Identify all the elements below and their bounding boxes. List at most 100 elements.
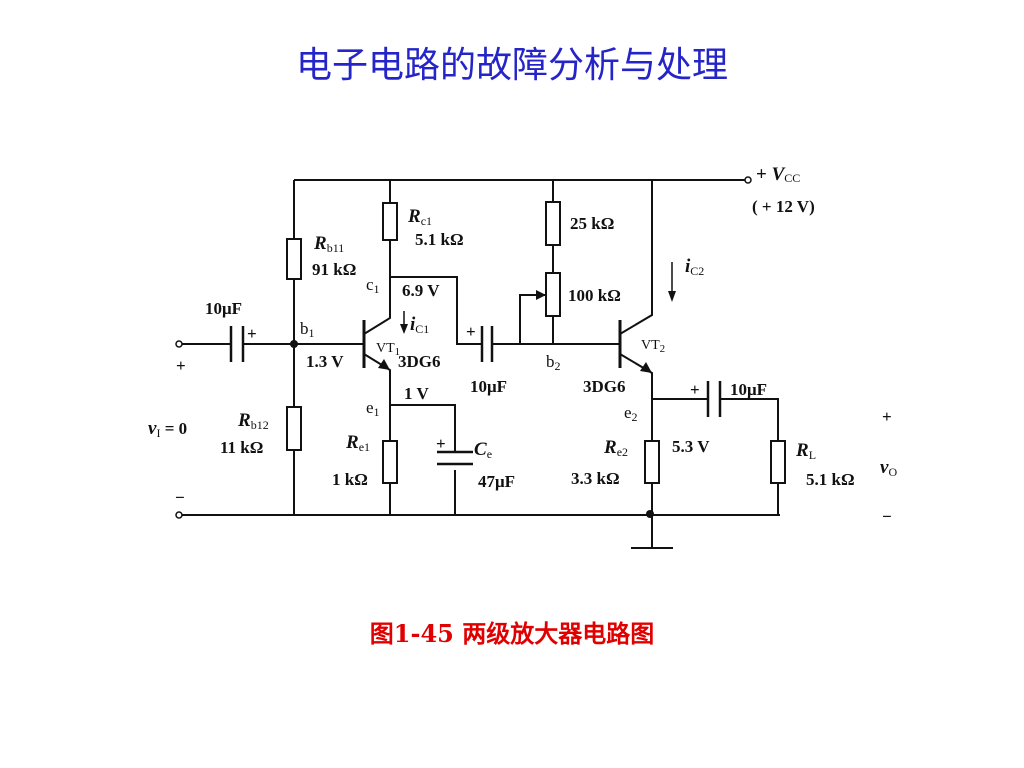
c1-symbol: c xyxy=(366,275,374,294)
rb11-symbol: R xyxy=(313,233,327,254)
svg-text:Rc1: Rc1 xyxy=(407,206,432,228)
e2-subscript: 2 xyxy=(632,410,638,424)
svg-text:vO: vO xyxy=(880,457,897,479)
junction-dot xyxy=(290,340,298,348)
cin-value: 10μF xyxy=(205,299,242,318)
svg-text:iC2: iC2 xyxy=(685,256,704,278)
c1-subscript: 1 xyxy=(374,282,380,296)
b2-symbol: b xyxy=(546,352,555,371)
e2-symbol: e xyxy=(624,403,632,422)
vt2-type: 3DG6 xyxy=(583,377,626,396)
rb12-symbol: R xyxy=(237,410,251,431)
svg-text:+ VCC: + VCC xyxy=(756,164,800,185)
rc1-symbol: R xyxy=(407,206,421,227)
junction-dot xyxy=(646,510,654,518)
ic1-symbol: i xyxy=(410,314,416,335)
rc1-value: 5.1 kΩ xyxy=(415,230,464,249)
ce-symbol: C xyxy=(474,439,487,460)
b1-subscript: 1 xyxy=(309,326,315,340)
e1-symbol: e xyxy=(366,398,374,417)
svg-text:Re1: Re1 xyxy=(345,432,370,454)
re1-subscript: e1 xyxy=(359,440,370,454)
input-minus: − xyxy=(175,488,185,507)
vt1-type: 3DG6 xyxy=(398,352,441,371)
output-subscript: O xyxy=(888,465,897,479)
rc1-subscript: c1 xyxy=(421,214,432,228)
vt2-symbol: VT xyxy=(641,338,660,353)
cmid-plus: + xyxy=(466,322,476,341)
input-subscript: I xyxy=(156,426,160,440)
c1-voltage: 6.9 V xyxy=(402,281,440,300)
rl-symbol: R xyxy=(795,440,809,461)
page-title: 电子电路的故障分析与处理 xyxy=(295,45,728,86)
vt1-emitter-arrow xyxy=(378,359,390,370)
cin-capacitor xyxy=(229,326,245,362)
svg-text:RL: RL xyxy=(795,440,816,462)
pot-value: 100 kΩ xyxy=(568,286,621,305)
svg-text:iC1: iC1 xyxy=(410,314,429,336)
b1-symbol: b xyxy=(300,319,309,338)
re1-value: 1 kΩ xyxy=(332,470,368,489)
svg-text:b1: b1 xyxy=(300,319,315,340)
input-terminal-minus xyxy=(175,511,183,519)
cin-plus: + xyxy=(247,324,257,343)
pot-resistor xyxy=(545,272,561,317)
rl-value: 5.1 kΩ xyxy=(806,470,855,489)
cmid-value: 10μF xyxy=(470,377,507,396)
ce-plus: + xyxy=(436,434,446,453)
cout-value: 10μF xyxy=(730,380,767,399)
re2-value: 3.3 kΩ xyxy=(571,469,620,488)
input-symbol: v xyxy=(148,418,157,439)
ce-subscript: e xyxy=(487,447,492,461)
vcc-terminal xyxy=(744,176,752,184)
rl-subscript: L xyxy=(809,448,816,462)
re1-symbol: R xyxy=(345,432,359,453)
rb11-resistor xyxy=(286,238,302,280)
svg-text:VT1: VT1 xyxy=(376,341,400,358)
svg-text:Re2: Re2 xyxy=(603,437,628,459)
re2-resistor xyxy=(644,440,660,484)
svg-text:Ce: Ce xyxy=(474,439,492,461)
svg-text:VT2: VT2 xyxy=(641,338,665,355)
output-plus: + xyxy=(882,407,892,426)
input-plus: + xyxy=(176,356,186,375)
input-eq: = 0 xyxy=(160,419,187,438)
pot-wiper-arrow xyxy=(536,290,546,300)
e2-voltage: 5.3 V xyxy=(672,437,710,456)
rb11-subscript: b11 xyxy=(327,241,345,255)
r25k-resistor xyxy=(545,201,561,246)
r25k-value: 25 kΩ xyxy=(570,214,614,233)
svg-text:b2: b2 xyxy=(546,352,561,373)
e1-voltage: 1 V xyxy=(404,384,429,403)
re1-resistor xyxy=(382,440,398,484)
re2-subscript: e2 xyxy=(617,445,628,459)
vcc-subscript: CC xyxy=(784,171,800,185)
vcc-value: ( + 12 V) xyxy=(752,197,815,216)
ic1-subscript: C1 xyxy=(415,322,429,336)
e1-subscript: 1 xyxy=(374,405,380,419)
svg-text:e2: e2 xyxy=(624,403,638,424)
vt1-symbol: VT xyxy=(376,341,395,356)
re2-symbol: R xyxy=(603,437,617,458)
rl-resistor xyxy=(770,440,786,484)
rb12-value: 11 kΩ xyxy=(220,438,263,457)
rb12-subscript: b12 xyxy=(251,418,269,432)
svg-text:vI = 0: vI = 0 xyxy=(148,418,187,440)
vt2-emitter-arrow xyxy=(640,362,652,373)
svg-text:e1: e1 xyxy=(366,398,380,419)
vcc-plus: + xyxy=(756,164,767,185)
rb11-value: 91 kΩ xyxy=(312,260,356,279)
cout-capacitor xyxy=(706,381,722,417)
b2-subscript: 2 xyxy=(555,359,561,373)
ic2-symbol: i xyxy=(685,256,691,277)
ce-capacitor xyxy=(437,450,473,466)
ce-value: 47μF xyxy=(478,472,515,491)
rb12-resistor xyxy=(286,406,302,451)
figure-caption: 图1-45 两级放大器电路图 xyxy=(369,619,655,648)
wires xyxy=(182,179,780,549)
svg-text:Rb11: Rb11 xyxy=(313,233,344,255)
ic1-arrow xyxy=(400,311,408,334)
ic2-subscript: C2 xyxy=(690,264,704,278)
output-symbol: v xyxy=(880,457,889,478)
